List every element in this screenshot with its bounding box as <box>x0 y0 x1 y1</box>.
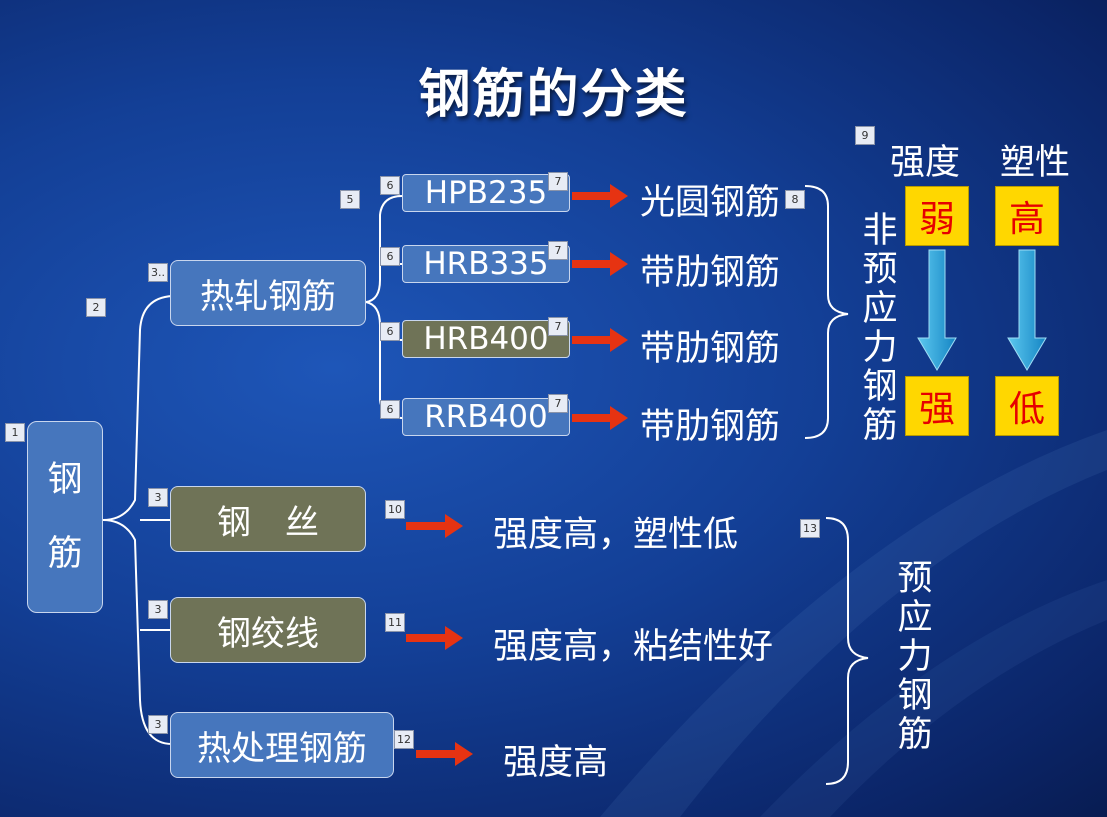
marker-7-hpb235: 7 <box>548 172 568 191</box>
category-steel-wire: 钢 丝 <box>170 486 366 552</box>
category-hot-rolled: 热轧钢筋 <box>170 260 366 326</box>
legend-strength-header: 强度 <box>890 143 961 183</box>
grade-rrb400: RRB400 <box>402 398 570 436</box>
property-strand: 强度高，粘结性好 <box>493 627 774 667</box>
marker-6-hrb400: 6 <box>380 322 400 341</box>
marker-2: 2 <box>86 298 106 317</box>
marker-3-strand: 3 <box>148 600 168 619</box>
desc-hrb400: 带肋钢筋 <box>640 329 781 369</box>
legend-plasticity-bottom: 低 <box>995 376 1059 436</box>
arrow-icon <box>572 184 628 208</box>
arrow-icon <box>406 514 463 538</box>
root-label-1: 钢 <box>47 460 83 500</box>
down-arrow-icon <box>917 249 957 371</box>
arrow-icon <box>416 742 473 766</box>
branch-heat-treated <box>102 519 173 745</box>
marker-3-heat: 3 <box>148 715 168 734</box>
marker-7-hrb400: 7 <box>548 317 568 336</box>
marker-13: 13 <box>800 519 820 538</box>
arrow-icon <box>406 626 463 650</box>
desc-hrb335: 带肋钢筋 <box>640 253 781 293</box>
desc-rrb400: 带肋钢筋 <box>640 407 781 447</box>
branch-hot-rolled <box>102 295 173 521</box>
down-arrow-icon <box>1007 249 1047 371</box>
property-wire: 强度高，塑性低 <box>493 515 739 555</box>
marker-11: 11 <box>385 613 405 632</box>
legend-plasticity-top: 高 <box>995 186 1059 246</box>
root-label-2: 筋 <box>47 534 83 574</box>
brace-prestressed <box>825 517 869 785</box>
red-arrows <box>406 184 628 766</box>
marker-5: 5 <box>340 190 360 209</box>
desc-hpb235: 光圆钢筋 <box>640 183 781 223</box>
marker-7-rrb400: 7 <box>548 394 568 413</box>
arrow-icon <box>572 328 628 352</box>
marker-9: 9 <box>855 126 875 145</box>
marker-10: 10 <box>385 500 405 519</box>
marker-7-hrb335: 7 <box>548 241 568 260</box>
down-arrows <box>917 249 1047 371</box>
grade-hpb235: HPB235 <box>402 174 570 212</box>
marker-6-hrb335: 6 <box>380 247 400 266</box>
marker-12: 12 <box>394 730 414 749</box>
marker-3-hot-rolled: 3.. <box>148 263 168 282</box>
brace-non-prestressed <box>804 185 849 439</box>
grade-hrb335: HRB335 <box>402 245 570 283</box>
category-steel-strand: 钢绞线 <box>170 597 366 663</box>
legend-plasticity-header: 塑性 <box>1000 143 1071 183</box>
marker-8: 8 <box>785 190 805 209</box>
category-heat-treated: 热处理钢筋 <box>170 712 394 778</box>
legend-strength-top: 弱 <box>905 186 969 246</box>
property-heat-treated: 强度高 <box>503 743 609 783</box>
marker-6-hpb235: 6 <box>380 176 400 195</box>
marker-6-rrb400: 6 <box>380 400 400 419</box>
arrow-icon <box>572 252 628 276</box>
arrow-icon <box>572 406 628 430</box>
grade-hrb400: HRB400 <box>402 320 570 358</box>
marker-1: 1 <box>5 423 25 442</box>
marker-3-wire: 3 <box>148 488 168 507</box>
group-label-prestressed: 预 应 力 钢 筋 <box>897 559 933 755</box>
page-title: 钢筋的分类 <box>418 65 689 125</box>
legend-strength-bottom: 强 <box>905 376 969 436</box>
root-box-steel-bar: 钢 筋 <box>27 421 103 613</box>
group-label-non-prestressed: 非 预 应 力 钢 筋 <box>862 211 898 446</box>
